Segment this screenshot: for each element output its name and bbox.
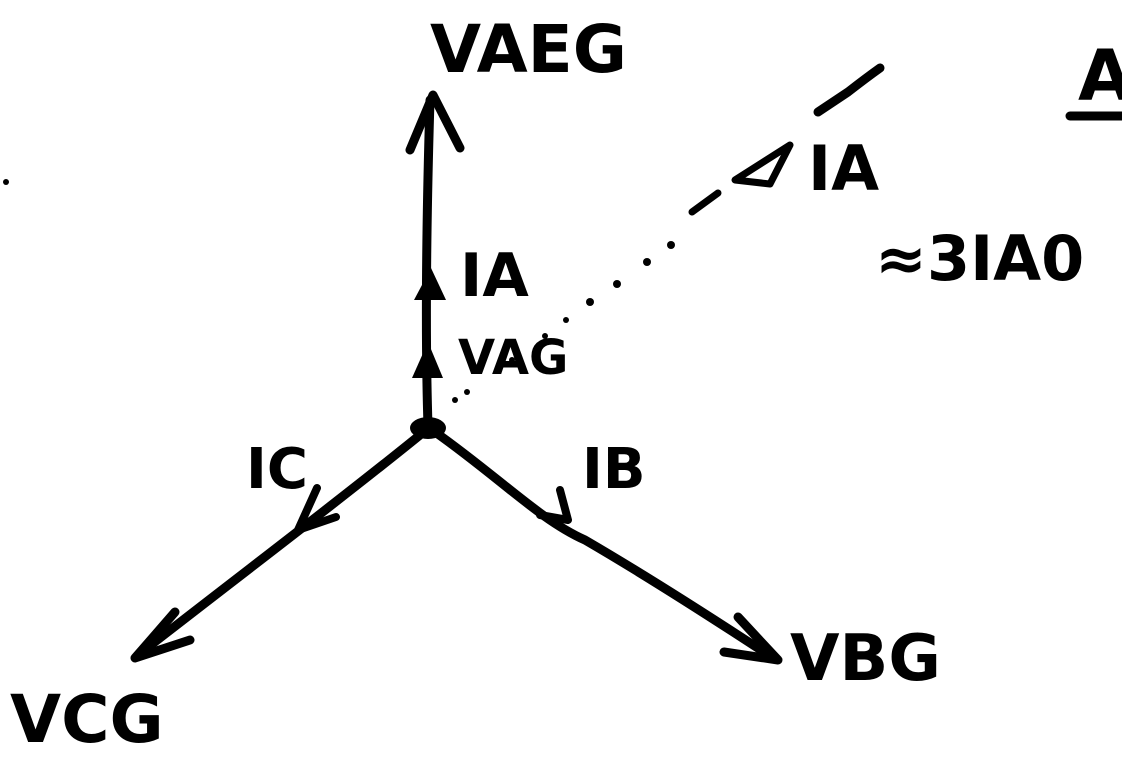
phasor-ia-arrowhead xyxy=(414,268,446,300)
phasor-ic-arrowhead xyxy=(294,484,340,534)
phasor-vbg-arrowhead xyxy=(719,612,783,665)
phasor-vcg-arrowhead xyxy=(130,607,195,663)
label-corner-fragment: A xyxy=(1078,35,1122,117)
label-vag: VAG xyxy=(458,330,568,386)
label-vcg: VCG xyxy=(10,681,164,758)
label-ib: IB xyxy=(582,437,646,502)
phasor-ia-bar-arrowhead-open xyxy=(731,141,794,188)
label-ia: IA xyxy=(460,241,529,311)
ia-bar-overline xyxy=(813,63,885,117)
label-ia-bar: IA xyxy=(808,132,879,205)
phasor-vaeg-arrowhead xyxy=(405,90,465,155)
label-vbg: VBG xyxy=(790,622,941,696)
phasor-ib-arrowhead xyxy=(536,486,572,524)
label-approx-3ia0: ≈3IA0 xyxy=(875,222,1084,295)
label-ic: IC xyxy=(246,437,308,502)
stray-ink-mark xyxy=(3,179,9,185)
phasor-vcg xyxy=(133,430,425,660)
phasor-vag-arrowhead xyxy=(412,342,443,378)
phasor-vbg xyxy=(430,427,775,661)
label-vaeg: VAEG xyxy=(430,11,627,88)
phasor-ia-bar-dotted xyxy=(452,189,722,403)
dotted-dash-segment xyxy=(688,189,722,216)
